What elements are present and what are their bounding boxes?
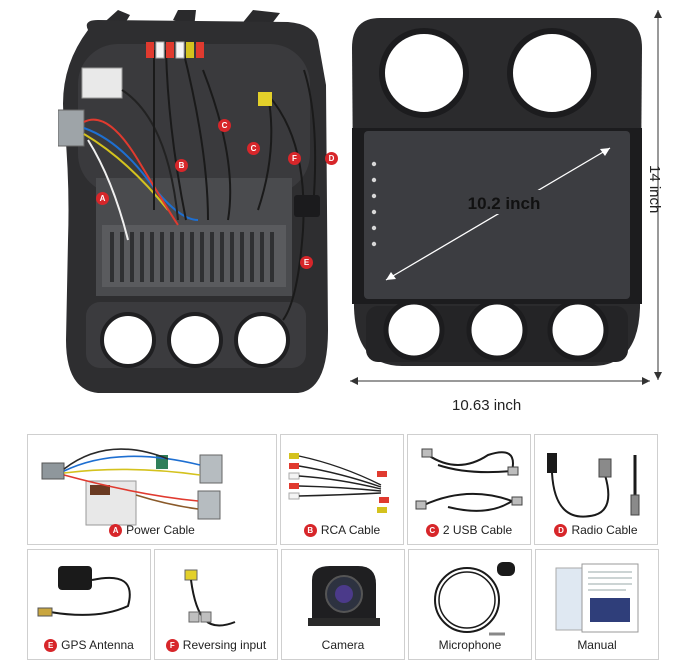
- radio-cable-caption: D Radio Cable: [535, 523, 657, 537]
- screen-size-overlay: 10.2 inch: [456, 190, 552, 214]
- manual-label: Manual: [577, 638, 617, 652]
- accessory-card-usb-cable: C 2 USB Cable: [407, 434, 531, 545]
- gps-antenna-caption: E GPS Antenna: [28, 638, 150, 652]
- rca-cable-caption: B RCA Cable: [281, 523, 403, 537]
- reversing-input-label: Reversing input: [182, 638, 267, 652]
- reversing-input-icon: [184, 569, 236, 627]
- badge-c: C: [425, 523, 439, 537]
- power-cable-label: Power Cable: [126, 523, 195, 537]
- rca-cable-label: RCA Cable: [320, 523, 381, 537]
- microphone-label: Microphone: [438, 638, 502, 652]
- screen-size-label: 10.2 inch: [468, 194, 541, 213]
- rear-marker-c2: C: [247, 142, 260, 155]
- microphone-icon: [434, 562, 515, 636]
- rca-cable-icon: [288, 453, 389, 513]
- gps-antenna-icon: [37, 566, 131, 617]
- badge-b: B: [303, 523, 317, 537]
- usb-cable-caption: C 2 USB Cable: [408, 523, 530, 537]
- reversing-input-caption: F Reversing input: [155, 638, 277, 652]
- accessory-card-power-cable: A Power Cable: [27, 434, 277, 545]
- camera-icon: [308, 566, 380, 626]
- accessory-card-gps-antenna: E GPS Antenna: [27, 549, 151, 660]
- gps-antenna-label: GPS Antenna: [61, 638, 134, 652]
- rear-marker-f: F: [288, 152, 301, 165]
- accessory-card-rca-cable: B RCA Cable: [280, 434, 404, 545]
- rear-marker-a: A: [96, 192, 109, 205]
- accessory-card-reversing-input: F Reversing input: [154, 549, 278, 660]
- accessory-card-manual: Manual: [535, 549, 659, 660]
- manual-caption: Manual: [536, 638, 658, 652]
- rear-marker-c1: C: [218, 119, 231, 132]
- rear-marker-d: D: [325, 152, 338, 165]
- badge-d: D: [554, 523, 568, 537]
- width-dimension-label: 10.63 inch: [452, 397, 522, 414]
- dimension-lines: [350, 10, 662, 385]
- accessory-card-camera: Camera: [281, 549, 405, 660]
- microphone-caption: Microphone: [409, 638, 531, 652]
- radio-cable-label: Radio Cable: [571, 523, 638, 537]
- manual-icon: [555, 563, 639, 633]
- power-cable-caption: A Power Cable: [28, 523, 276, 537]
- badge-f: F: [165, 638, 179, 652]
- radio-cable-icon: [547, 453, 640, 518]
- rear-marker-e: E: [300, 256, 313, 269]
- usb-cable-icon: [415, 448, 523, 512]
- accessory-card-microphone: Microphone: [408, 549, 532, 660]
- usb-cable-label: 2 USB Cable: [442, 523, 513, 537]
- camera-label: Camera: [321, 638, 365, 652]
- badge-e: E: [44, 638, 58, 652]
- accessory-card-radio-cable: D Radio Cable: [534, 434, 658, 545]
- rear-marker-b: B: [175, 159, 188, 172]
- camera-caption: Camera: [282, 638, 404, 652]
- height-dimension-label: 14 inch: [646, 165, 663, 214]
- rear-wiring-view: [58, 10, 328, 393]
- badge-a: A: [109, 523, 123, 537]
- power-harness-icon: [41, 448, 223, 526]
